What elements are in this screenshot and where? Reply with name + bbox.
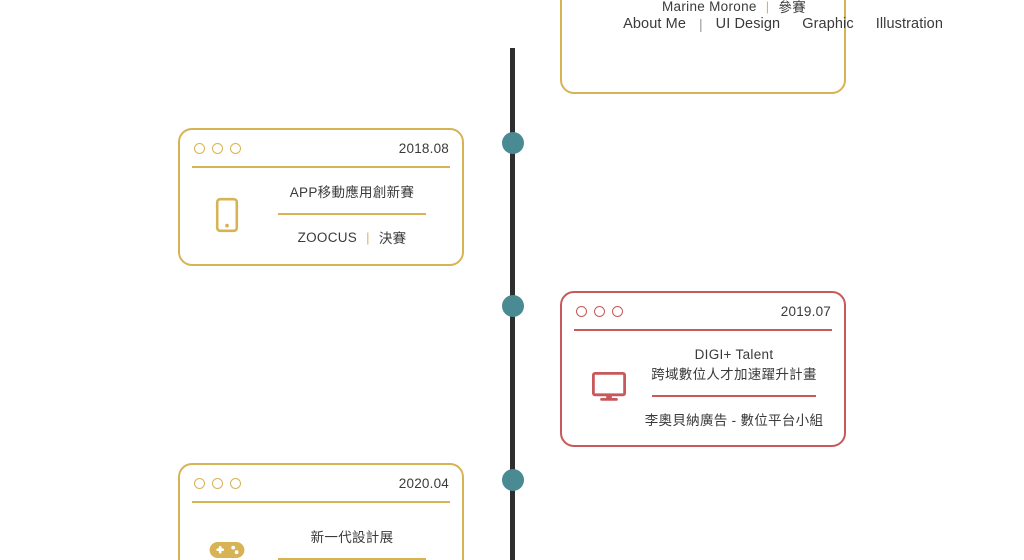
window-dot-icon	[194, 142, 205, 154]
card-2019-sub-left: 李奧貝納廣告 - 數位平台小組	[644, 412, 824, 428]
timeline-card-2020[interactable]: 2020.04 新一代設計展	[178, 463, 464, 560]
timeline-card-2018[interactable]: 2018.08 APP移動應用創新賽 ZOOCUS | 決賽	[178, 128, 464, 266]
card-2019-window-dots	[576, 305, 623, 317]
nav-separator: |	[699, 16, 703, 32]
card-2018-subtitle: ZOOCUS | 決賽	[298, 227, 407, 247]
window-dot-icon	[230, 477, 241, 489]
card-2018-header: 2018.08	[180, 130, 462, 166]
card-2020-window-dots	[194, 477, 241, 489]
top-navigation: About Me | UI Design Graphic Illustratio…	[612, 14, 954, 34]
card-2020-divider	[278, 558, 426, 560]
card-top-sub-left: Marine Morone	[662, 0, 757, 14]
card-2018-sub-right: 決賽	[378, 231, 407, 247]
card-2019-title-line2: 跨域數位人才加速躍升計畫	[651, 366, 817, 382]
timeline-dot-1	[502, 132, 524, 154]
gamepad-icon	[194, 538, 260, 560]
window-dot-icon	[576, 305, 587, 317]
timeline-dot-2	[502, 295, 524, 317]
card-2018-title: APP移動應用創新賽	[289, 184, 415, 200]
window-dot-icon	[612, 305, 623, 317]
card-2019-date: 2019.07	[780, 303, 831, 319]
card-2019-divider	[652, 395, 816, 397]
card-top-sub-right: 參賽	[778, 0, 806, 15]
window-dot-icon	[194, 477, 205, 489]
card-2020-title: 新一代設計展	[310, 529, 394, 545]
smartphone-icon	[194, 197, 260, 233]
nav-illustration[interactable]: Illustration	[875, 16, 943, 32]
card-top-sub-separator: |	[765, 0, 770, 14]
window-dot-icon	[594, 305, 605, 317]
nav-about-me[interactable]: About Me	[623, 16, 686, 32]
card-2018-divider	[278, 213, 426, 216]
card-2019-header: 2019.07	[562, 293, 844, 329]
card-2019-subtitle: 李奧貝納廣告 - 數位平台小組	[645, 409, 824, 429]
card-top-subtitle: Marine Morone | 參賽	[662, 0, 806, 16]
window-dot-icon	[212, 477, 223, 489]
nav-ui-design[interactable]: UI Design	[715, 16, 781, 32]
card-2018-sub-separator: |	[366, 229, 370, 245]
card-2018-date: 2018.08	[398, 140, 449, 156]
monitor-icon	[576, 371, 642, 402]
card-2018-header-rule	[192, 166, 450, 168]
timeline-card-top[interactable]: Marine Morone | 參賽	[560, 0, 846, 94]
card-2018-window-dots	[194, 142, 241, 154]
window-dot-icon	[212, 142, 223, 154]
nav-graphic[interactable]: Graphic	[802, 16, 854, 32]
timeline-dot-3	[502, 469, 524, 491]
card-2020-date: 2020.04	[398, 475, 449, 491]
card-2018-sub-left: ZOOCUS	[297, 229, 358, 245]
card-2020-header: 2020.04	[180, 465, 462, 501]
card-2019-header-rule	[574, 329, 832, 331]
card-2019-title-line1: DIGI+ Talent	[694, 347, 774, 362]
card-2020-header-rule	[192, 501, 450, 503]
window-dot-icon	[230, 142, 241, 154]
timeline-card-2019[interactable]: 2019.07 DIGI+ Talent 跨域數位人才加速躍升計畫 李奧貝納廣告…	[560, 291, 846, 447]
